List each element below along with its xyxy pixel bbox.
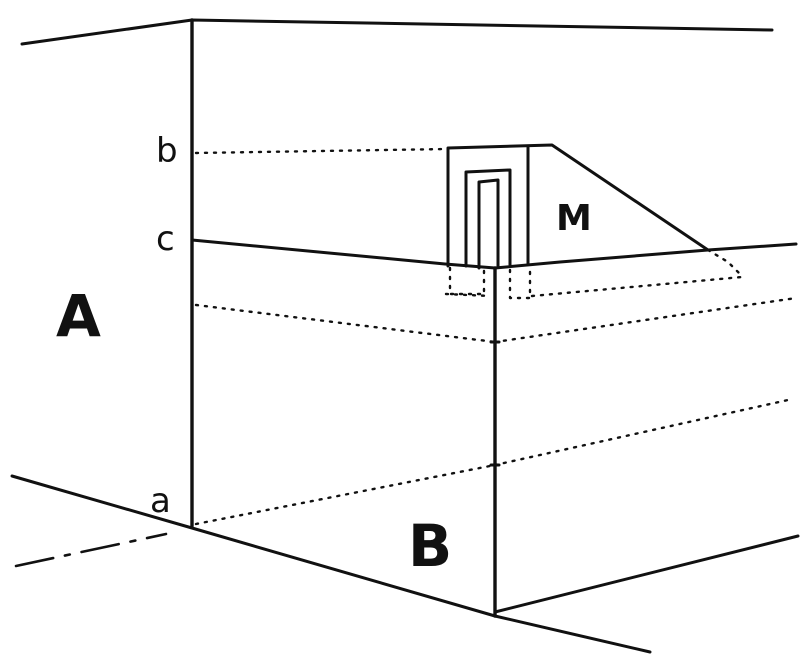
dotted-line-ground-right — [530, 275, 744, 298]
dash-dot-axis — [14, 532, 168, 568]
top-edge — [20, 18, 774, 46]
dotted-line-lower-right — [493, 398, 790, 467]
hidden-base-left — [448, 266, 486, 296]
horizon-line-c — [190, 238, 798, 270]
label-c: c — [156, 219, 175, 259]
hidden-base-right — [508, 266, 532, 300]
block-m-outer — [446, 143, 710, 268]
label-b: b — [156, 131, 178, 171]
block-m-door-inner — [477, 178, 500, 270]
dotted-line-b — [194, 147, 450, 155]
dotted-line-mid-right — [493, 296, 798, 344]
dotted-line-mid-left — [194, 303, 497, 344]
label-block-m: M — [556, 198, 592, 239]
label-wall-b: B — [408, 512, 452, 580]
dotted-line-ground-left — [444, 292, 492, 298]
block-m-door-outer — [464, 168, 512, 268]
label-wall-a: A — [56, 282, 101, 350]
ground-line — [10, 474, 652, 654]
dotted-shadow-foot — [706, 248, 744, 278]
right-wall-bottom-edge — [493, 534, 800, 614]
dotted-line-a — [194, 463, 497, 526]
label-a: a — [150, 481, 171, 521]
